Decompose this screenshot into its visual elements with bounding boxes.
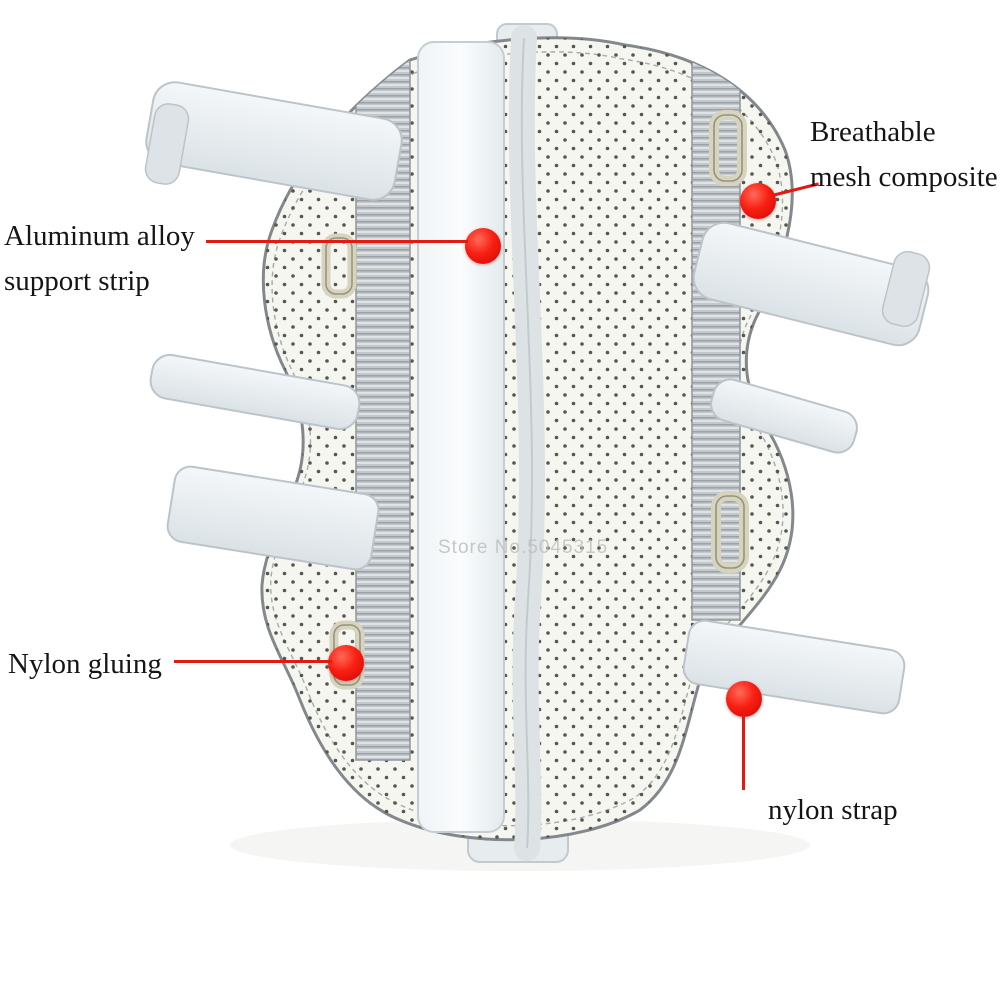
label-nylon-gluing: Nylon gluing bbox=[8, 642, 162, 687]
label-breathable-line1: Breathable bbox=[810, 116, 936, 148]
watermark: Store No.5045315 bbox=[438, 537, 609, 558]
label-nylon-gluing-text: Nylon gluing bbox=[8, 648, 162, 680]
label-nylon-strap: nylon strap bbox=[768, 788, 898, 833]
nylon-straps bbox=[144, 81, 931, 715]
marker-dot-nylon-strap bbox=[726, 681, 762, 717]
callout-line-nylon-gluing bbox=[174, 660, 332, 663]
marker-dot-breathable bbox=[740, 183, 776, 219]
marker-dot-nylon-gluing bbox=[328, 645, 364, 681]
label-aluminum-alloy: Aluminum alloy support strip bbox=[4, 214, 195, 304]
strap-buckles bbox=[321, 110, 749, 690]
marker-dot-aluminum bbox=[465, 228, 501, 264]
label-aluminum-line1: Aluminum alloy bbox=[4, 220, 195, 252]
label-nylon-strap-text: nylon strap bbox=[768, 794, 898, 826]
label-breathable-line2: mesh composite bbox=[810, 160, 998, 193]
label-aluminum-line2: support strip bbox=[4, 264, 150, 297]
label-breathable-mesh: Breathable mesh composite bbox=[810, 110, 998, 200]
callout-line-nylon-strap bbox=[742, 714, 745, 790]
callout-line-aluminum bbox=[206, 240, 468, 243]
